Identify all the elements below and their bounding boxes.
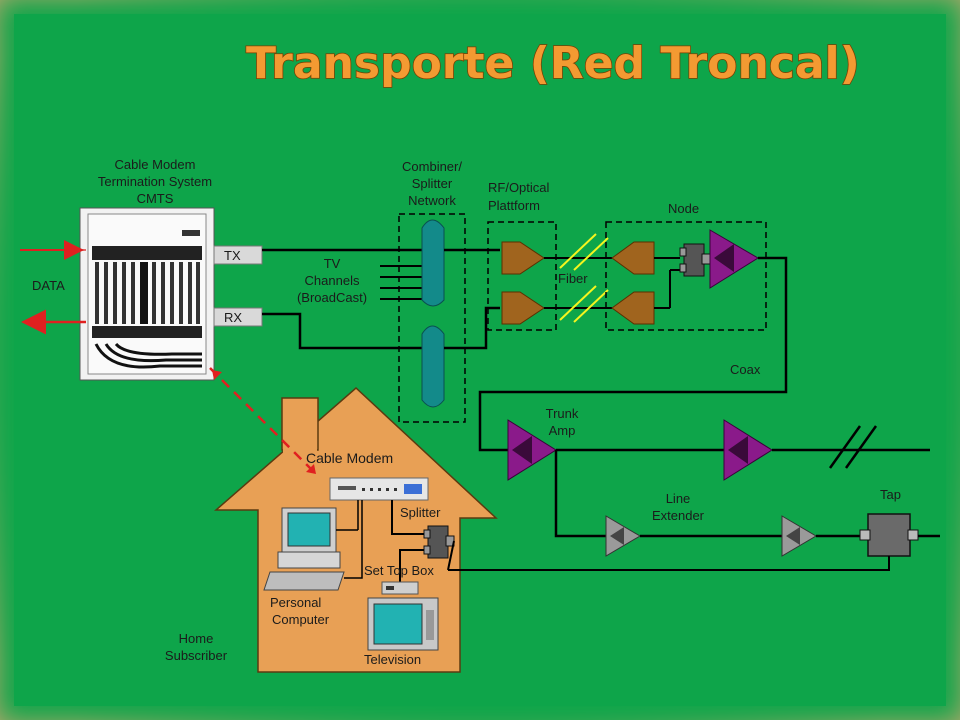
cable-modem-label: Cable Modem	[306, 450, 393, 466]
tap-label: Tap	[880, 487, 901, 502]
optical-receiver	[501, 291, 545, 325]
cmts-label-line1: Cable Modem	[115, 157, 196, 172]
optical-transmitter	[501, 241, 545, 275]
pc-label-line2: Computer	[272, 612, 330, 627]
cmts-rack	[79, 207, 215, 381]
combiner-label-line3: Network	[408, 193, 456, 208]
cable-modem-badge	[404, 484, 422, 494]
cable-modem-led	[370, 488, 373, 491]
trunk-amplifier-inner	[512, 436, 532, 464]
trunk-label-line1: Trunk	[546, 406, 579, 421]
splitter-label: Splitter	[400, 505, 441, 520]
fiber-signal-ray	[573, 237, 609, 271]
node-optical-receiver	[611, 241, 655, 275]
cable-modem-led	[386, 488, 389, 491]
fiber-signal-ray	[559, 233, 597, 269]
tv-label-line1: TV	[324, 256, 341, 271]
node-optical-transmitter	[611, 291, 655, 325]
cable-modem-led	[378, 488, 381, 491]
tap-connector	[907, 529, 919, 541]
tx-port	[213, 245, 263, 265]
home-splitter-port	[423, 545, 431, 555]
home-splitter	[427, 525, 449, 559]
combiner-tube	[421, 219, 445, 307]
set-top-box-display	[386, 586, 394, 590]
home-splitter-port	[423, 529, 431, 539]
line-extender-amplifier-inner	[610, 527, 624, 545]
line-extender-amplifier-2-inner	[786, 527, 800, 545]
modem-to-splitter	[391, 500, 424, 535]
pc-label-line1: Personal	[270, 595, 321, 610]
tv-label-line2: Channels	[305, 273, 360, 288]
combiner-label-line2: Splitter	[412, 176, 453, 191]
combiner-label-line1: Combiner/	[402, 159, 462, 174]
pc-cable	[344, 500, 363, 579]
splitter-to-stb	[399, 549, 424, 584]
logical-link-line	[209, 367, 319, 477]
rf-label-line2: Plattform	[488, 198, 540, 213]
trunk-break-mark	[828, 425, 862, 469]
cable-modem-led	[394, 488, 397, 491]
rf-label-line1: RF/Optical	[488, 180, 550, 195]
home-label-line2: Subscriber	[165, 648, 228, 663]
cable-modem-led	[362, 488, 365, 491]
tx-label: TX	[224, 248, 241, 263]
trunk-break-mark	[844, 425, 878, 469]
television-controls	[426, 610, 434, 640]
fiber-label: Fiber	[558, 271, 588, 286]
line-extender-branch	[554, 450, 606, 538]
data-label: DATA	[32, 278, 65, 293]
line-ext-label-line2: Extender	[652, 508, 705, 523]
trunk-amplifier-2-inner	[728, 436, 748, 464]
node-label: Node	[668, 201, 699, 216]
television-screen	[373, 603, 423, 645]
cmts-label-line3: CMTS	[137, 191, 174, 206]
tap-connector	[859, 529, 871, 541]
pc-base	[277, 551, 341, 569]
tap-device	[867, 513, 911, 557]
chimney-cover	[283, 430, 317, 454]
home-label-line1: Home	[179, 631, 214, 646]
tv-label-line3: (BroadCast)	[297, 290, 367, 305]
coax-label: Coax	[730, 362, 761, 377]
combiner-box	[398, 213, 466, 423]
rx-line	[262, 312, 422, 350]
rf-optical-box	[487, 221, 557, 331]
trunk-label-line2: Amp	[549, 423, 576, 438]
cable-modem-logo	[338, 486, 356, 490]
page-title: Transporte (Red Troncal)	[246, 38, 860, 89]
node-box	[605, 221, 767, 331]
node-connector	[701, 253, 711, 265]
fiber-signal-ray	[559, 285, 597, 321]
rf-return-line	[444, 306, 500, 350]
pc-screen	[287, 512, 331, 547]
drop-cable	[448, 556, 890, 571]
coax-line	[478, 256, 788, 452]
fiber-signal-ray	[573, 289, 609, 323]
set-top-box-device	[381, 581, 419, 595]
logical-link-arrow-head	[212, 370, 222, 380]
set-top-box-label: Set Top Box	[364, 563, 434, 578]
line-ext-label-line1: Line	[666, 491, 691, 506]
rx-label: RX	[224, 310, 242, 325]
rx-port	[213, 307, 263, 327]
television-label: Television	[364, 652, 421, 667]
splitter-tube	[421, 325, 445, 408]
pc-keyboard	[263, 571, 345, 591]
node-amplifier-inner	[714, 244, 734, 272]
node-diplexer	[683, 243, 705, 277]
cmts-label-line2: Termination System	[98, 174, 212, 189]
node-connector	[679, 263, 687, 273]
logical-link-arrow-tail	[306, 464, 316, 474]
node-connector	[679, 247, 687, 257]
splitter-in-line	[447, 540, 455, 571]
